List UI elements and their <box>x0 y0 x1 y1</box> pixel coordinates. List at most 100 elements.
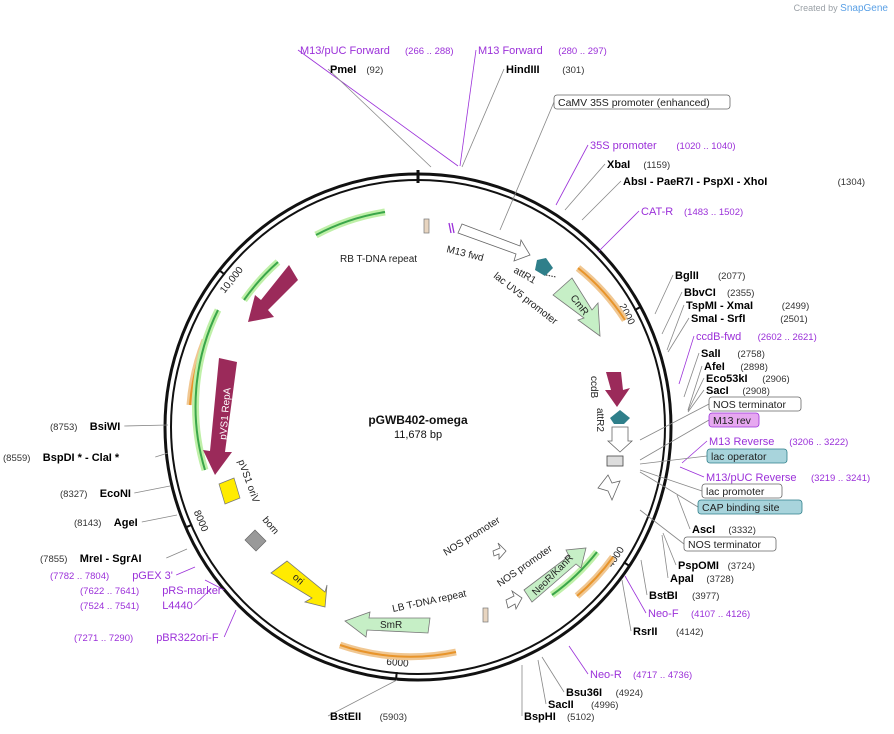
leader-line <box>640 559 648 596</box>
attr1-shape <box>535 258 553 276</box>
neor-arrow <box>523 547 587 603</box>
primer-range: (1020 .. 1040) <box>676 141 735 152</box>
enzyme-absi: AbsI - PaeR7I - PspXI - XhoI <box>623 176 767 188</box>
scale-tick <box>184 523 193 529</box>
enzyme-position: (4996) <box>591 700 618 711</box>
enzyme-hindiii: HindIII <box>506 64 540 76</box>
leader-line <box>204 579 225 591</box>
leader-line <box>639 419 710 461</box>
enzyme-position: (1304) <box>838 177 865 188</box>
neo-green-arc <box>551 551 598 596</box>
enzyme-position: (2501) <box>780 314 807 325</box>
enzyme-position: (2898) <box>740 362 767 373</box>
m13-fwd-primer-mark <box>448 222 455 234</box>
leader-line <box>541 656 565 693</box>
leader-line <box>681 440 708 464</box>
leader-line <box>639 403 710 441</box>
enzyme-position: (8143) <box>74 518 101 529</box>
leader-line <box>639 471 699 508</box>
scale-tick <box>395 671 398 681</box>
leader-line <box>662 532 677 566</box>
enzyme-position: (3728) <box>706 574 733 585</box>
leader-line <box>134 485 171 494</box>
enzyme-bsu36i: Bsu36I <box>566 687 602 699</box>
leader-line <box>555 144 589 206</box>
leader-line <box>327 679 398 717</box>
primer-range: (3219 .. 3241) <box>811 473 870 484</box>
primer-pgex3: pGEX 3' <box>132 570 173 582</box>
leader-line <box>564 163 606 211</box>
lacuv5-mark <box>545 274 557 278</box>
smr-orange-arc <box>339 644 457 658</box>
feature-arcs <box>186 208 628 661</box>
enzyme-econi: EcoNI <box>100 488 131 500</box>
leader-line <box>683 352 700 398</box>
enzyme-smai: SmaI - SrfI <box>691 313 745 325</box>
snapgene-credit: Created by SnapGene <box>794 3 888 14</box>
ccdb-arrow <box>605 372 630 407</box>
feature-box-lac-promoter <box>701 483 783 499</box>
cmr-arrow <box>552 277 601 337</box>
lac-region-marker <box>606 455 624 467</box>
leader-line <box>639 509 685 545</box>
m13-fwd-arrow <box>457 223 531 262</box>
primer-range: (4717 .. 4736) <box>633 670 692 681</box>
feature-box-label-lac-operator: lac operator <box>711 451 767 463</box>
enzyme-mrei: MreI - SgrAI <box>80 553 142 565</box>
enzyme-position: (2499) <box>782 301 809 312</box>
feature-box-label-lac-promoter: lac promoter <box>706 486 765 498</box>
leader-line <box>327 68 432 168</box>
enzyme-position: (92) <box>366 65 383 76</box>
leader-line <box>687 377 705 412</box>
feature-box-m13-rev <box>708 412 760 428</box>
enzyme-position: (4924) <box>616 688 643 699</box>
feature-box-camv35s <box>553 94 731 110</box>
enzyme-pmei: PmeI <box>330 64 356 76</box>
primer-neo-f: Neo-F <box>648 608 679 620</box>
enzyme-position: (2906) <box>762 374 789 385</box>
leader-line <box>176 566 196 576</box>
leader-line <box>676 494 691 530</box>
enzyme-position: (2077) <box>718 271 745 282</box>
enzyme-asci: AscI <box>692 524 715 536</box>
enzyme-eco53ki: Eco53kI <box>706 373 748 385</box>
feature-box-label-m13-rev: M13 rev <box>713 415 752 427</box>
credit-prefix: Created by <box>793 3 838 13</box>
primer-range: (7524 .. 7541) <box>80 601 139 612</box>
enzyme-bglii: BglII <box>675 270 699 282</box>
leader-line <box>537 659 547 705</box>
leader-line <box>679 466 705 478</box>
primer-neo-r: Neo-R <box>590 669 622 681</box>
primer-pbr322ori-f: pBR322ori-F <box>156 632 219 644</box>
enzyme-position: (4142) <box>676 627 703 638</box>
ccdb-label: ccdB <box>588 376 599 399</box>
leader-line <box>621 579 632 632</box>
enzyme-position: (8753) <box>50 422 77 433</box>
enzyme-xbai: XbaI <box>607 159 630 171</box>
leader-line <box>687 389 705 413</box>
enzyme-rsrii: RsrII <box>633 626 657 638</box>
enzyme-bbvci: BbvCI <box>684 287 716 299</box>
enzyme-position: (2355) <box>727 288 754 299</box>
enzyme-position: (2908) <box>742 386 769 397</box>
feature-box-nos-term-1 <box>708 396 802 412</box>
leader-line <box>666 304 685 351</box>
leader-lines <box>124 49 710 717</box>
rb-tdna-label: RB T-DNA repeat <box>340 254 417 265</box>
primer-range: (266 .. 288) <box>405 46 454 57</box>
enzyme-tspmi: TspMI - XmaI <box>686 300 753 312</box>
enzyme-bsphi: BspHI <box>524 711 556 723</box>
leader-line <box>499 101 555 231</box>
leader-line <box>639 455 708 465</box>
ori-arrow <box>270 560 328 608</box>
feature-box-label-nos-term-2: NOS terminator <box>688 539 761 551</box>
primer-l4440: L4440 <box>162 600 193 612</box>
leader-line <box>661 291 683 335</box>
leader-line <box>687 365 703 411</box>
enzyme-pspomi: PspOMI <box>678 560 719 572</box>
primer-m13-forward: M13 Forward <box>478 45 543 57</box>
primer-cat-r: CAT-R <box>641 206 673 218</box>
leader-line <box>624 575 647 614</box>
plasmid-name: pGWB402-omega <box>368 413 468 427</box>
